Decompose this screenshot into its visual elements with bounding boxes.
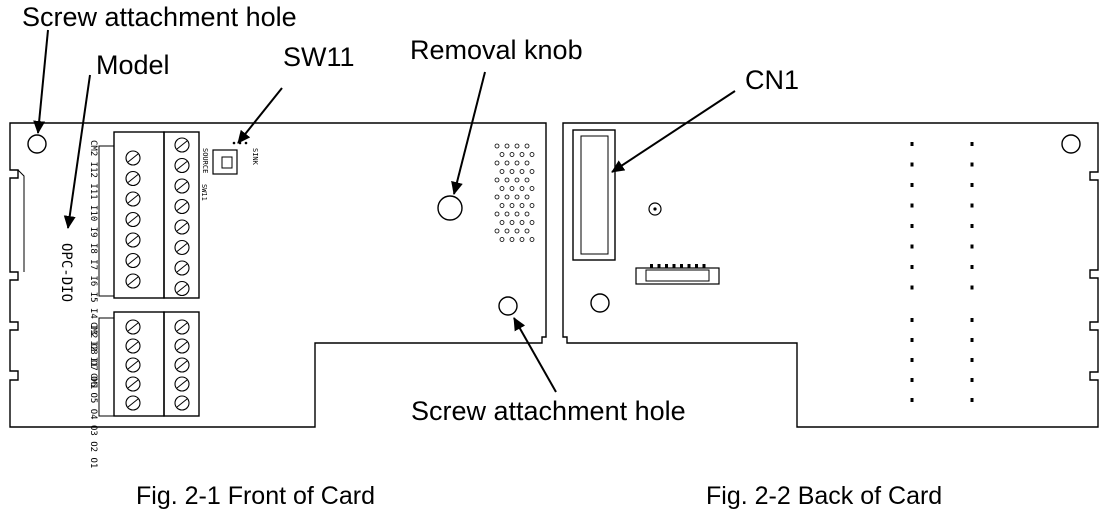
terminal-screw [174,376,190,392]
terminal-screw [174,198,190,215]
back-caption: Fig. 2-2 Back of Card [706,482,943,510]
switch-ref-text: SW11 [200,184,208,201]
front-screw-hole-bottom [498,296,518,316]
screw-hole-bottom-label: Screw attachment hole [411,396,686,426]
terminal-screw [125,338,141,354]
arrow-cn1 [611,90,736,173]
cn1-label: CN1 [745,65,800,95]
terminal-screw [174,319,190,335]
back-card-outline [562,122,1099,428]
terminal-screw [125,376,141,392]
arrow-removal-knob [451,71,486,195]
screw-hole-top-label: Screw attachment hole [22,2,297,32]
back-small-hole [648,202,662,216]
model-label: Model [96,50,170,80]
horizontal-connector [635,264,720,285]
terminal-screw [125,211,141,228]
terminal-block-2-labels: CM2 O8 O7 O6 O5 O4 O3 O2 O1 [88,322,98,468]
front-dot-matrix [494,143,535,242]
terminal-screw [125,319,141,335]
terminal-screw [125,191,141,207]
back-screw-hole-top [1061,134,1081,154]
terminal-screw [174,157,190,174]
terminal-screw [174,338,190,354]
terminal-block-2 [98,311,200,417]
arrow-screw-hole-bottom [513,317,557,393]
removal-knob [437,195,463,221]
terminal-screw [125,150,141,166]
terminal-screw [125,357,141,373]
terminal-screw [174,395,190,411]
back-pad-columns [910,142,974,402]
removal-knob-label: Removal knob [410,35,583,65]
terminal-screw [174,239,190,256]
terminal-screw [125,273,141,289]
terminal-screw [125,252,141,269]
switch-source-text: SOURCE [201,148,209,173]
terminal-screw [125,170,141,187]
front-screw-hole-top [27,134,47,154]
terminal-screw [174,178,190,194]
sw11-label: SW11 [283,42,355,72]
front-card-outline [9,122,547,428]
switch-sink-text: SINK [251,148,259,166]
terminal-block-1-labels: CM2 I12 I11 I10 I9 I8 I7 I6 I5 I4 I3 I2 … [88,140,98,389]
terminal-screw [174,137,190,153]
model-text: OPC-DIO [58,243,74,302]
terminal-screw [174,260,190,276]
terminal-screw [125,395,141,411]
front-caption: Fig. 2-1 Front of Card [136,482,375,510]
cn1-connector [572,129,616,261]
terminal-block-1 [98,131,200,299]
back-screw-hole-bottom [590,293,610,313]
terminal-screw [125,232,141,248]
terminal-screw [174,280,190,297]
arrow-sw11 [237,87,283,144]
arrow-screw-hole-top [33,29,49,134]
arrow-model [63,74,91,229]
terminal-screw [174,357,190,373]
terminal-screw [174,219,190,235]
sw11-switch [212,141,248,175]
